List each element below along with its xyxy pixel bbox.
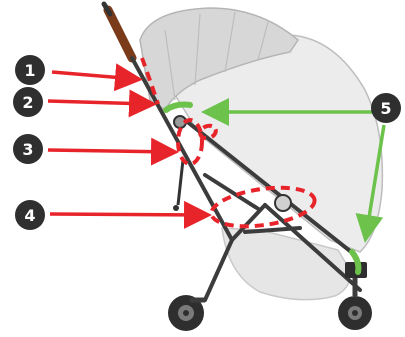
callout-badge-4: 4 bbox=[15, 200, 45, 230]
canopy bbox=[139, 7, 299, 112]
rear-wheel bbox=[168, 295, 204, 331]
callout-badge-2: 2 bbox=[13, 87, 43, 117]
callout-badge-1: 1 bbox=[15, 55, 45, 85]
callout-label-2: 2 bbox=[22, 93, 33, 112]
arrow-2 bbox=[47, 89, 157, 118]
arrow-3 bbox=[47, 137, 179, 166]
arrow-1 bbox=[51, 63, 143, 92]
callout-label-4: 4 bbox=[24, 206, 35, 225]
handle-grip bbox=[103, 5, 137, 63]
callout-badge-5: 5 bbox=[371, 93, 401, 123]
red-highlights bbox=[140, 57, 317, 229]
green-highlights bbox=[163, 101, 362, 275]
callout-badge-3: 3 bbox=[13, 134, 43, 164]
callout-label-1: 1 bbox=[24, 61, 35, 80]
callout-label-3: 3 bbox=[22, 140, 33, 159]
callout-label-5: 5 bbox=[380, 99, 391, 118]
arrow-5b bbox=[355, 124, 386, 243]
arrow-4 bbox=[49, 200, 212, 229]
front-wheel bbox=[338, 296, 372, 330]
